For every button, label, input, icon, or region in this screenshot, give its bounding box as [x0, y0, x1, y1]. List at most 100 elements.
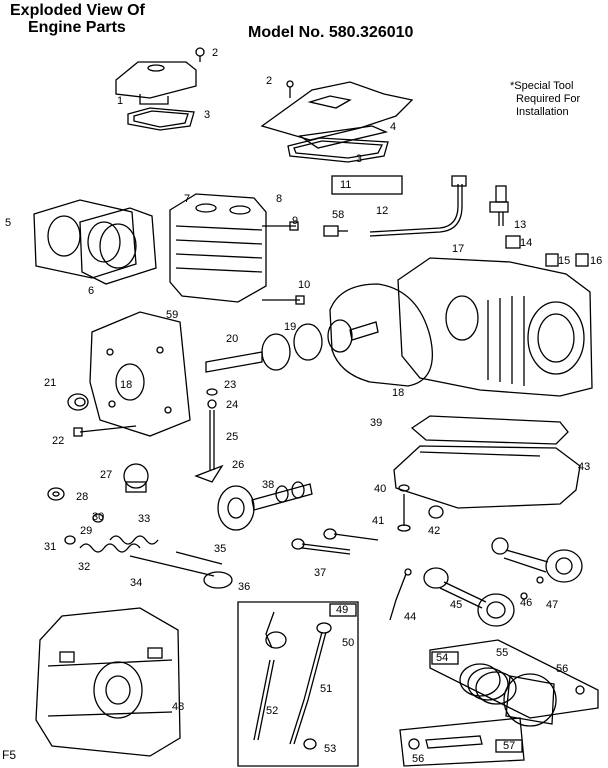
callout-18b: 18	[120, 379, 133, 391]
part-breather-cover	[260, 80, 414, 149]
part-engine-block	[35, 607, 181, 757]
callout-48: 48	[172, 701, 185, 713]
part-head-bolt-upper	[262, 221, 299, 231]
part-piston-group	[429, 639, 599, 727]
callout-41: 41	[372, 515, 385, 527]
part-washer	[47, 487, 65, 501]
callout-2b: 2	[266, 75, 273, 87]
part-plug	[428, 505, 444, 519]
part-cover-plate	[115, 61, 197, 105]
title-line-1: Exploded View Of	[10, 2, 145, 19]
callout-28: 28	[76, 491, 89, 503]
part-head-bolt-lower	[262, 295, 305, 305]
diagram-title: Exploded View Of Engine Parts	[10, 2, 145, 36]
callout-33: 33	[138, 513, 151, 525]
callout-34: 34	[130, 577, 143, 589]
callout-8: 8	[276, 193, 283, 205]
part-crankshaft	[205, 319, 379, 373]
part-spark-plug	[489, 185, 509, 226]
callout-9: 9	[292, 215, 299, 227]
callout-35: 35	[214, 543, 227, 555]
callout-19: 19	[284, 321, 297, 333]
callout-46: 46	[520, 597, 533, 609]
callout-20: 20	[226, 333, 239, 345]
callout-15: 15	[558, 255, 571, 267]
part-side-cover	[89, 311, 191, 437]
callout-13: 13	[514, 219, 527, 231]
callout-5: 5	[5, 217, 12, 229]
part-crankcase	[397, 235, 593, 397]
callout-16: 16	[590, 255, 603, 267]
part-fitting	[323, 225, 348, 237]
part-breather-tube	[331, 175, 467, 237]
part-valve-lifters	[291, 528, 379, 555]
part-gasket-small	[127, 107, 195, 131]
callout-10: 10	[298, 279, 311, 291]
part-piston-pin-group	[399, 717, 525, 767]
part-crankcase-gasket	[329, 283, 434, 387]
part-cylinder-head	[169, 193, 267, 303]
callout-12: 12	[376, 205, 389, 217]
part-camshaft	[217, 481, 313, 531]
callout-6: 6	[88, 285, 95, 297]
callout-58: 58	[332, 209, 345, 221]
title-line-2: Engine Parts	[28, 19, 126, 36]
callout-55: 55	[496, 647, 509, 659]
part-valve-springs	[64, 513, 233, 589]
callout-31: 31	[44, 541, 57, 553]
note-line-1: *Special Tool	[510, 80, 574, 92]
callout-27: 27	[100, 469, 113, 481]
callout-26: 26	[232, 459, 245, 471]
callout-18: 18	[392, 387, 405, 399]
callout-3b: 3	[356, 153, 363, 165]
callout-38: 38	[262, 479, 275, 491]
part-oil-seal	[67, 393, 89, 411]
callout-37: 37	[314, 567, 327, 579]
callout-25: 25	[226, 431, 239, 443]
callout-56: 56	[556, 663, 569, 675]
part-governor-shaft	[194, 388, 224, 483]
part-screw-top	[195, 47, 205, 62]
part-breather-rod	[389, 568, 412, 621]
callout-2: 2	[212, 47, 219, 59]
part-connecting-rod-2	[491, 537, 583, 584]
callout-3: 3	[204, 109, 211, 121]
callout-36: 36	[238, 581, 251, 593]
callout-50: 50	[342, 637, 355, 649]
callout-43: 43	[578, 461, 591, 473]
callout-29: 29	[80, 525, 93, 537]
callout-40: 40	[374, 483, 387, 495]
part-cover-bolt	[73, 425, 137, 437]
part-connecting-rod	[423, 567, 528, 627]
model-number: Model No. 580.326010	[248, 24, 414, 41]
special-tool-note: *Special Tool Required For Installation	[510, 80, 580, 119]
callout-7: 7	[184, 193, 191, 205]
callout-56b: 56	[412, 753, 425, 765]
callout-4: 4	[390, 121, 397, 133]
callout-45: 45	[450, 599, 463, 611]
part-head-gasket	[33, 199, 137, 279]
part-governor-gear	[123, 463, 149, 493]
callout-52: 52	[266, 705, 279, 717]
part-gasket-large	[287, 137, 389, 163]
note-line-3: Installation	[516, 106, 569, 118]
callout-11: 11	[340, 179, 352, 191]
callout-53: 53	[324, 743, 337, 755]
callout-30: 30	[92, 511, 105, 523]
callout-32: 32	[78, 561, 91, 573]
part-dipstick-group	[237, 601, 359, 767]
callout-14: 14	[520, 237, 533, 249]
callout-54: 54	[436, 652, 449, 664]
callout-47: 47	[546, 599, 559, 611]
callout-21: 21	[44, 377, 57, 389]
callout-49: 49	[336, 604, 349, 616]
callout-59: 59	[166, 309, 179, 321]
callout-1: 1	[117, 95, 124, 107]
callout-17: 17	[452, 243, 465, 255]
callout-44: 44	[404, 611, 417, 623]
callout-23: 23	[224, 379, 237, 391]
part-oil-pan	[393, 415, 581, 509]
callout-42: 42	[428, 525, 441, 537]
